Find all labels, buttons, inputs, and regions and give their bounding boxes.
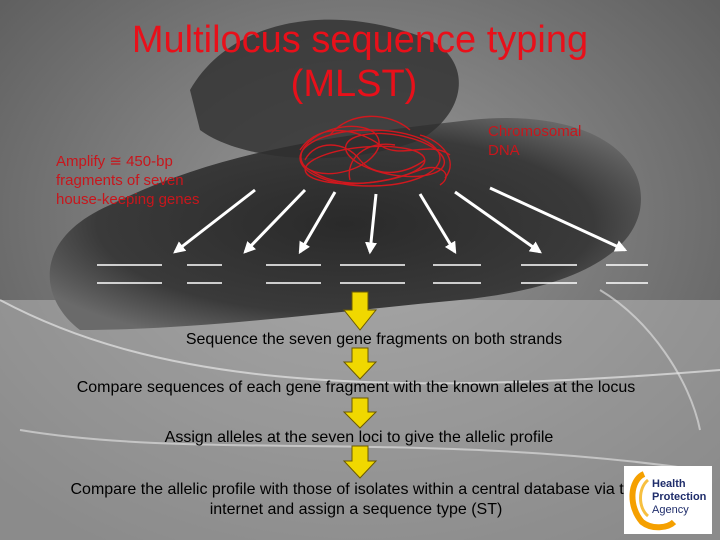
gene-fragments xyxy=(97,264,648,284)
arrow-to-fragment-7 xyxy=(489,186,628,252)
step-compare-profile: Compare the allelic profile with those o… xyxy=(0,480,716,520)
chromosomal-dna-label-line: DNA xyxy=(488,142,520,159)
step-sequence: Sequence the seven gene fragments on bot… xyxy=(185,331,563,348)
arrow-to-fragment-3 xyxy=(298,191,337,255)
logo-text-agency: Agency xyxy=(652,504,689,516)
hpa-logo: Health Protection Agency xyxy=(624,466,712,534)
amplify-label: Amplify ≅ 450-bp fragments of seven hous… xyxy=(56,152,256,209)
arrow-to-fragment-1 xyxy=(173,188,256,254)
amplify-label-line: fragments of seven xyxy=(56,172,184,189)
step-compare-sequences: Compare sequences of each gene fragment … xyxy=(76,379,636,396)
logo-text-health: Health xyxy=(652,478,686,490)
flow-arrow-1 xyxy=(342,291,378,331)
chromosomal-dna-label-line: Chromosomal xyxy=(488,123,582,140)
amplify-label-line: house-keeping genes xyxy=(56,191,200,208)
flow-arrow-4 xyxy=(342,445,378,479)
arrow-to-fragment-4 xyxy=(365,193,378,255)
flow-arrow-3 xyxy=(342,397,378,429)
arrow-to-fragment-6 xyxy=(454,190,542,254)
amplify-label-line: Amplify ≅ 450-bp xyxy=(56,153,173,170)
step-assign-alleles: Assign alleles at the seven loci to give… xyxy=(164,429,554,446)
arrow-to-fragment-5 xyxy=(418,193,457,255)
step-compare-profile-line-2: internet and assign a sequence type (ST) xyxy=(209,501,503,518)
chromosomal-dna-label: Chromosomal DNA xyxy=(488,122,608,160)
step-compare-profile-line-1: Compare the allelic profile with those o… xyxy=(70,481,642,498)
title-line-1: Multilocus sequence typing xyxy=(131,19,589,61)
chromosomal-dna-tangle xyxy=(299,115,451,187)
flow-arrows xyxy=(342,291,378,479)
logo-text-protection: Protection xyxy=(652,491,707,503)
flow-arrow-2 xyxy=(342,347,378,380)
arrow-to-fragment-2 xyxy=(243,188,307,254)
hpa-logo-swirl-icon xyxy=(629,471,677,531)
amplification-arrows xyxy=(173,186,628,255)
title-line-2: (MLST) xyxy=(290,63,418,105)
